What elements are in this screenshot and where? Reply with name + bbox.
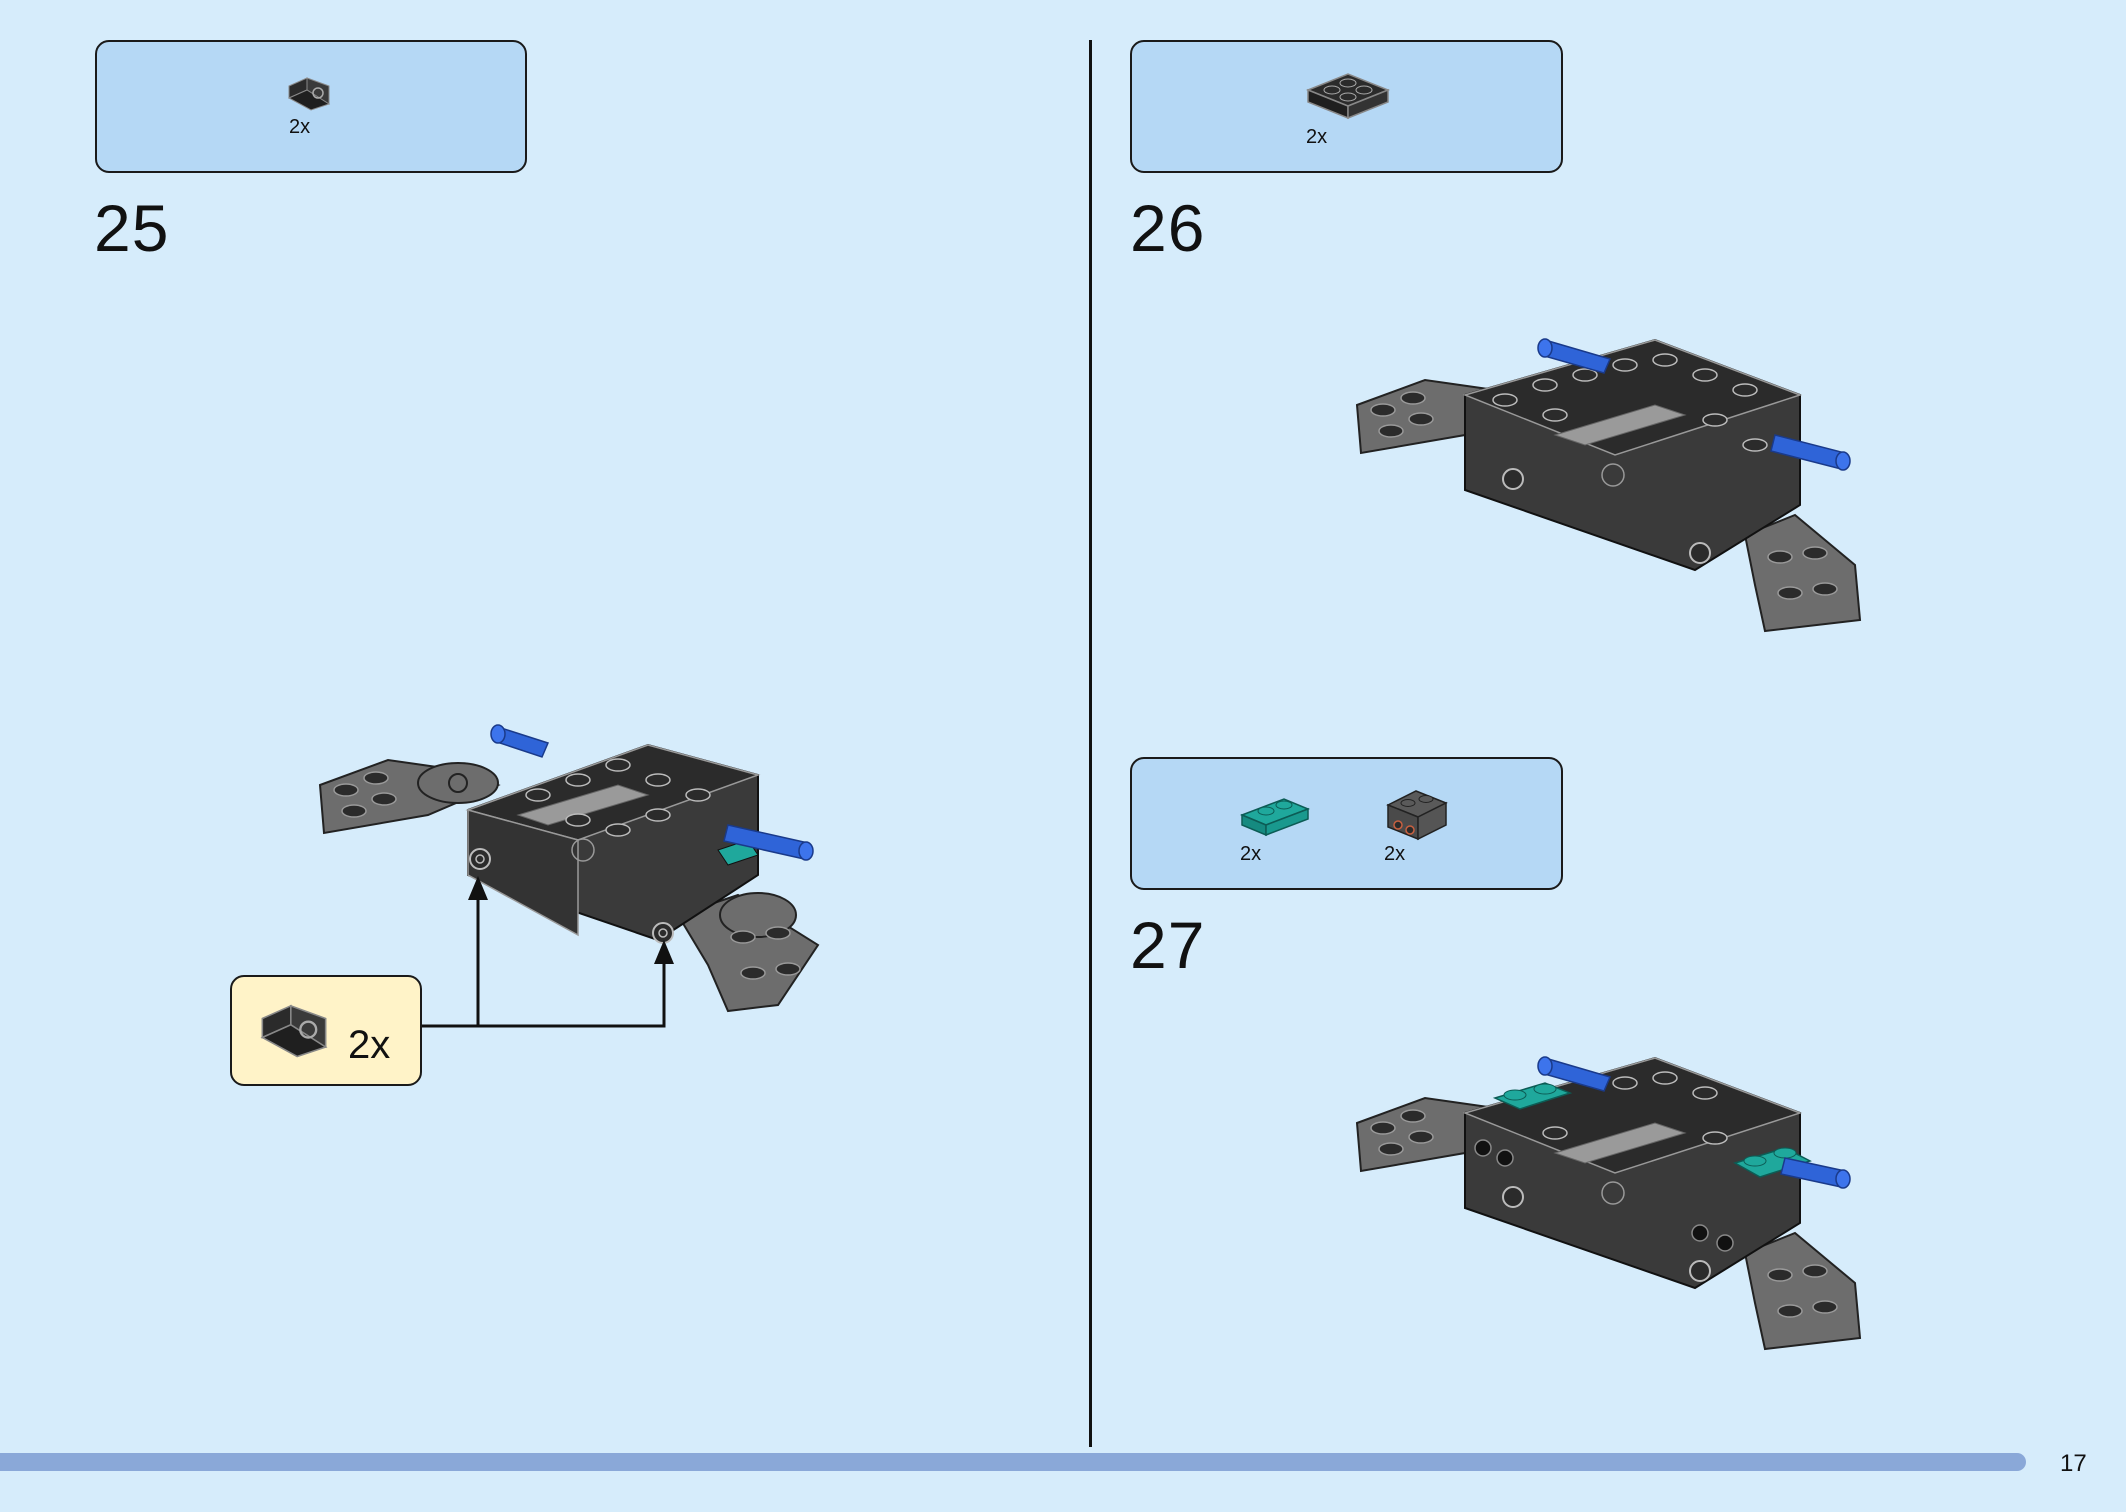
placement-arrows bbox=[418, 876, 674, 1028]
part-quantity: 2x bbox=[1240, 843, 1262, 865]
page-number: 17 bbox=[2060, 1450, 2087, 1477]
part-quantity: 2x bbox=[289, 116, 311, 138]
callout-quantity: 2x bbox=[348, 1023, 391, 1067]
progress-bar bbox=[0, 1453, 2026, 1471]
sub-assembly-callout: 2x bbox=[230, 975, 422, 1086]
step-25-assembly-model bbox=[318, 724, 820, 1013]
page-divider bbox=[1089, 40, 1092, 1447]
step-number: 27 bbox=[1130, 908, 1206, 982]
black-bracket-piece-icon bbox=[287, 77, 331, 111]
step-26-assembly-model bbox=[1355, 338, 1862, 633]
parts-box-step-27: 2x 2x bbox=[1130, 757, 1563, 890]
parts-box-step-26: 2x bbox=[1130, 40, 1563, 173]
step-number: 25 bbox=[94, 191, 170, 265]
step-number: 26 bbox=[1130, 191, 1206, 265]
black-2x2-plate-icon bbox=[1305, 73, 1391, 120]
part-quantity: 2x bbox=[1384, 843, 1406, 865]
teal-1x2-plate-icon bbox=[1239, 798, 1311, 837]
step-27-assembly-model bbox=[1355, 1056, 1862, 1351]
part-quantity: 2x bbox=[1306, 126, 1328, 148]
black-bracket-piece-icon bbox=[260, 1004, 328, 1058]
parts-box-step-25: 2x bbox=[95, 40, 527, 173]
dark-gray-bracket-icon bbox=[1386, 790, 1448, 841]
